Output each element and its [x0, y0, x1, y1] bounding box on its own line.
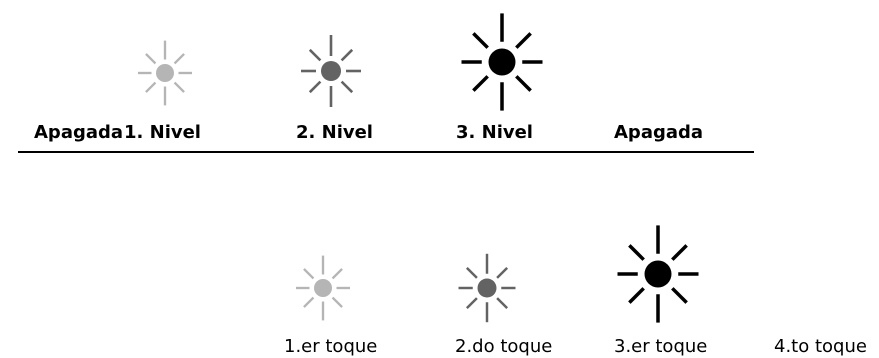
- divider-line: [18, 151, 754, 153]
- sun-disc: [477, 278, 497, 298]
- sun-ray: [173, 81, 185, 93]
- sun-ray: [340, 48, 354, 62]
- sun-ray: [515, 32, 532, 49]
- sun-ray: [308, 48, 322, 62]
- sun-ray: [465, 266, 478, 279]
- sun-ray: [472, 75, 489, 92]
- sun-ray: [671, 287, 688, 304]
- sun-ray: [465, 297, 478, 310]
- sun-ray: [331, 268, 343, 280]
- sun-disc: [488, 48, 516, 76]
- dark-sun-icon: [617, 225, 699, 323]
- sun-ray: [303, 296, 315, 308]
- sun-ray: [303, 268, 315, 280]
- sun-ray: [145, 81, 157, 93]
- sun-ray: [308, 80, 322, 94]
- state-label-level-3: 3. Nivel: [456, 122, 533, 143]
- sun-ray: [496, 297, 509, 310]
- touch-label-2: 2.do toque: [455, 336, 553, 357]
- sun-ray: [145, 53, 157, 65]
- dark-sun-icon: [461, 13, 543, 111]
- sun-disc: [644, 260, 672, 288]
- sun-disc: [156, 64, 174, 82]
- sun-ray: [671, 244, 688, 261]
- sun-ray: [472, 32, 489, 49]
- touch-label-4: 4.to toque: [774, 336, 867, 357]
- sun-disc: [321, 61, 341, 81]
- touch-label-1: 1.er toque: [284, 336, 378, 357]
- sun-disc: [314, 279, 332, 297]
- sun-ray: [628, 287, 645, 304]
- sun-ray: [496, 266, 509, 279]
- sun-ray: [628, 244, 645, 261]
- sun-ray: [340, 80, 354, 94]
- sun-ray: [173, 53, 185, 65]
- medium-sun-icon: [458, 253, 516, 323]
- sun-ray: [331, 296, 343, 308]
- medium-sun-icon: [301, 35, 361, 107]
- light-sun-icon: [296, 255, 350, 321]
- state-label-level-2: 2. Nivel: [296, 122, 373, 143]
- sun-ray: [515, 75, 532, 92]
- state-label-off: Apagada: [34, 122, 124, 143]
- state-label-off-again: Apagada: [614, 122, 704, 143]
- touch-label-3: 3.er toque: [614, 336, 708, 357]
- state-label-level-1: 1. Nivel: [124, 122, 201, 143]
- light-sun-icon: [138, 40, 192, 106]
